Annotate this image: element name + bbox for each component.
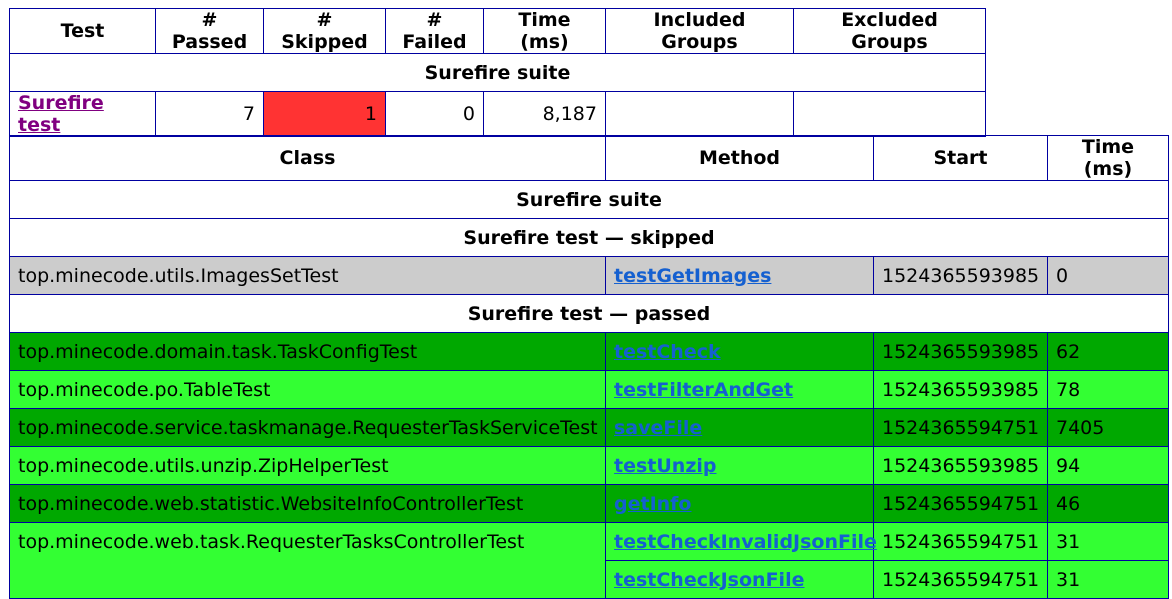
table-row: top.minecode.utils.ImagesSetTest testGet… xyxy=(9,256,1169,295)
class-cell: top.minecode.utils.ImagesSetTest xyxy=(9,256,606,295)
test-name-cell: Surefire test xyxy=(9,91,156,137)
header-method-time: Time (ms) xyxy=(1047,135,1169,181)
method-link[interactable]: testUnzip xyxy=(614,454,717,477)
skipped-count: 1 xyxy=(263,91,386,137)
start-cell: 1524365593985 xyxy=(873,332,1048,371)
summary-header-row: Test # Passed # Skipped # Failed Time (m… xyxy=(9,8,986,54)
methods-header-row: Class Method Start Time (ms) xyxy=(9,135,1169,181)
start-cell: 1524365593985 xyxy=(873,370,1048,409)
method-cell: testCheck xyxy=(605,332,874,371)
header-passed: # Passed xyxy=(155,8,264,54)
skipped-group-row: Surefire test — skipped xyxy=(9,218,1169,257)
time-cell: 46 xyxy=(1047,484,1169,523)
method-cell: getInfo xyxy=(605,484,874,523)
header-included-groups: Included Groups xyxy=(605,8,794,54)
method-link[interactable]: testGetImages xyxy=(614,264,772,287)
table-row: top.minecode.service.taskmanage.Requeste… xyxy=(9,408,1169,447)
header-excluded-groups: Excluded Groups xyxy=(793,8,986,54)
class-cell: top.minecode.po.TableTest xyxy=(9,370,606,409)
time-cell: 62 xyxy=(1047,332,1169,371)
header-test: Test xyxy=(9,8,156,54)
start-cell: 1524365594751 xyxy=(873,522,1048,561)
header-skipped: # Skipped xyxy=(263,8,386,54)
start-cell: 1524365594751 xyxy=(873,484,1048,523)
table-row: top.minecode.utils.unzip.ZipHelperTest t… xyxy=(9,446,1169,485)
method-link[interactable]: testFilterAndGet xyxy=(614,378,794,401)
method-link[interactable]: testCheckJsonFile xyxy=(614,568,805,591)
test-name-link[interactable]: Surefire test xyxy=(18,92,104,136)
methods-suite-row: Surefire suite xyxy=(9,180,1169,219)
class-cell: top.minecode.web.task.RequesterTasksCont… xyxy=(9,522,606,599)
methods-table: Class Method Start Time (ms) Surefire su… xyxy=(9,135,1169,599)
method-cell: testFilterAndGet xyxy=(605,370,874,409)
class-cell: top.minecode.domain.task.TaskConfigTest xyxy=(9,332,606,371)
included-groups xyxy=(605,91,794,137)
summary-table: Test # Passed # Skipped # Failed Time (m… xyxy=(9,8,986,137)
summary-suite-row: Surefire suite xyxy=(9,53,986,92)
header-time: Time (ms) xyxy=(483,8,606,54)
start-cell: 1524365594751 xyxy=(873,408,1048,447)
method-link[interactable]: saveFile xyxy=(614,416,703,439)
time-cell: 78 xyxy=(1047,370,1169,409)
method-link[interactable]: getInfo xyxy=(614,492,692,515)
header-method: Method xyxy=(605,135,874,181)
passed-count: 7 xyxy=(155,91,264,137)
table-row: top.minecode.web.task.RequesterTasksCont… xyxy=(9,522,1169,599)
time-cell: 0 xyxy=(1047,256,1169,295)
header-start: Start xyxy=(873,135,1048,181)
method-cell: testGetImages xyxy=(605,256,874,295)
excluded-groups xyxy=(793,91,986,137)
failed-count: 0 xyxy=(385,91,484,137)
methods-suite-title: Surefire suite xyxy=(9,180,1169,219)
start-cell: 1524365593985 xyxy=(873,256,1048,295)
class-cell: top.minecode.web.statistic.WebsiteInfoCo… xyxy=(9,484,606,523)
start-cell: 1524365593985 xyxy=(873,446,1048,485)
header-failed: # Failed xyxy=(385,8,484,54)
header-class: Class xyxy=(9,135,606,181)
total-time: 8,187 xyxy=(483,91,606,137)
time-cell: 31 xyxy=(1047,522,1169,561)
method-cell: testCheckInvalidJsonFile xyxy=(605,522,877,561)
class-cell: top.minecode.utils.unzip.ZipHelperTest xyxy=(9,446,606,485)
time-cell: 94 xyxy=(1047,446,1169,485)
passed-group-title: Surefire test — passed xyxy=(9,294,1169,333)
summary-test-row: Surefire test 7 1 0 8,187 xyxy=(9,91,986,137)
table-row: top.minecode.domain.task.TaskConfigTest … xyxy=(9,332,1169,371)
method-link[interactable]: testCheck xyxy=(614,340,721,363)
method-cell: saveFile xyxy=(605,408,874,447)
suite-title: Surefire suite xyxy=(9,53,986,92)
table-row: top.minecode.po.TableTest testFilterAndG… xyxy=(9,370,1169,409)
passed-group-row: Surefire test — passed xyxy=(9,294,1169,333)
method-cell: testUnzip xyxy=(605,446,874,485)
table-row: top.minecode.web.statistic.WebsiteInfoCo… xyxy=(9,484,1169,523)
skipped-group-title: Surefire test — skipped xyxy=(9,218,1169,257)
method-link[interactable]: testCheckInvalidJsonFile xyxy=(614,530,877,553)
time-cell: 7405 xyxy=(1047,408,1169,447)
class-cell: top.minecode.service.taskmanage.Requeste… xyxy=(9,408,606,447)
